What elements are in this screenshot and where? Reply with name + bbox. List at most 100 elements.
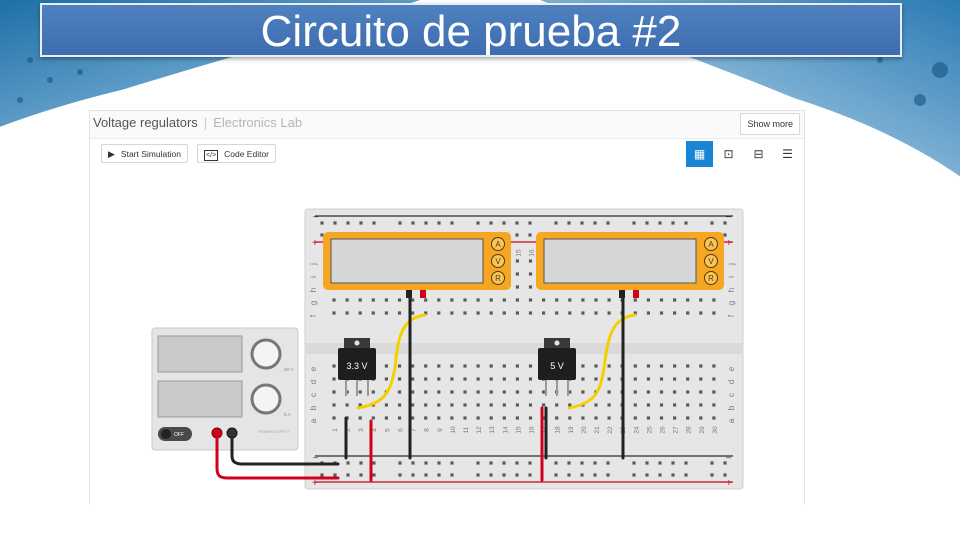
mm-right-mode-r-button[interactable] (704, 271, 718, 285)
column-label-4-bottom: 4 (371, 428, 378, 432)
column-label-22-bottom: 22 (607, 426, 614, 434)
circuit-scene[interactable]: 30 V 5 A OFF POWER SUPPLY – + – (90, 168, 804, 506)
row-label-b: b (309, 405, 318, 410)
list-view-icon[interactable]: ☰ (782, 147, 793, 161)
row-label-d-right: d (727, 380, 736, 384)
row-label-e: e (309, 366, 318, 371)
current-knob-icon[interactable] (250, 383, 282, 415)
row-label-j-right: j (727, 263, 736, 266)
mm-left-mode-v-button[interactable] (491, 254, 505, 268)
row-label-f-right: f (727, 314, 736, 317)
regulator-left[interactable]: 3.3 V (338, 338, 376, 396)
mm-right-mode-v-label: V (708, 257, 714, 266)
column-label-10-bottom: 10 (450, 426, 457, 434)
multimeter-left[interactable]: AVR (323, 232, 511, 298)
voltage-knob-icon[interactable] (250, 338, 282, 370)
mm-right-probe-com[interactable] (619, 290, 625, 298)
column-label-14-bottom: 14 (502, 426, 509, 434)
wire-supply-negative[interactable] (230, 436, 340, 466)
mm-right-display (543, 238, 697, 284)
mm-left-mode-r-label: R (495, 274, 501, 283)
schematic-view-icon[interactable]: ⊡ (723, 147, 734, 161)
wires[interactable] (215, 294, 637, 482)
row-label-a-right: a (727, 418, 736, 423)
center-channel (305, 343, 743, 354)
mm-left-mode-v-label: V (495, 257, 501, 266)
mm-left-probe-com[interactable] (406, 290, 412, 298)
row-label-b-right: b (727, 405, 736, 410)
column-label-27-bottom: 27 (673, 426, 680, 434)
slide-title: Circuito de prueba #2 (40, 3, 902, 57)
multimeter-right[interactable]: AVR (536, 232, 724, 298)
mm-left-mode-a-button[interactable] (491, 237, 505, 251)
circuit-canvas[interactable]: 30 V 5 A OFF POWER SUPPLY – + – (90, 168, 804, 506)
column-label-21-bottom: 21 (594, 426, 601, 434)
column-label-13-bottom: 13 (489, 426, 496, 434)
row-label-c: c (309, 393, 318, 397)
column-label-12-bottom: 12 (476, 426, 483, 434)
mm-right-probe-positive[interactable] (633, 290, 639, 298)
rail-plus-label-bottom: + (312, 478, 318, 489)
mm-left-display (330, 238, 484, 284)
rail-minus-label-bottom: – (313, 452, 318, 462)
row-label-g-right: g (727, 301, 736, 305)
voltage-range-label: 30 V (284, 367, 293, 372)
simulator-window: Voltage regulators | Electronics Lab Show … (89, 110, 805, 506)
row-label-i-right: i (727, 276, 736, 278)
row-label-h-right: h (727, 288, 736, 292)
row-label-f: f (309, 314, 318, 317)
play-icon: ▶ (108, 149, 115, 159)
rail-plus-label-bottom-right: + (726, 478, 732, 489)
mm-left-mode-r-button[interactable] (491, 271, 505, 285)
row-label-h: h (309, 288, 318, 292)
power-supply[interactable]: 30 V 5 A OFF POWER SUPPLY (151, 327, 299, 451)
current-range-label: 5 A (284, 412, 291, 417)
wire-supply-positive[interactable] (215, 436, 340, 480)
row-label-j: j (309, 263, 318, 266)
show-more-button[interactable]: Show more (740, 113, 800, 135)
column-label-30-bottom: 30 (712, 426, 719, 434)
column-label-15-top: 15 (515, 249, 522, 257)
row-label-c-right: c (727, 393, 736, 397)
column-label-2-bottom: 2 (345, 428, 352, 432)
breadboard-view-icon[interactable]: ▦ (686, 141, 713, 167)
row-label-e-right: e (727, 366, 736, 371)
project-category[interactable]: Electronics Lab (213, 115, 303, 130)
code-editor-button[interactable]: </>Code Editor (197, 144, 277, 163)
rail-minus-label-bottom-right: – (726, 452, 731, 462)
regulator-right[interactable]: 5 V (538, 338, 576, 396)
column-label-9-bottom: 9 (437, 428, 444, 432)
rail-minus-label: – (313, 211, 318, 221)
power-switch-label: OFF (174, 432, 184, 438)
mm-left-probe-positive[interactable] (420, 290, 426, 298)
mm-right-mode-a-button[interactable] (704, 237, 718, 251)
title-separator: | (203, 115, 208, 130)
code-icon: </> (204, 150, 219, 161)
column-label-16-top: 16 (529, 249, 536, 257)
mm-right-mode-a-label: A (708, 240, 714, 249)
column-label-15-bottom: 15 (515, 426, 522, 434)
pcb-view-icon[interactable]: ⊟ (753, 147, 764, 161)
rail-minus-label-right: – (726, 211, 731, 221)
column-label-25-bottom: 25 (646, 426, 653, 434)
column-label-8-bottom: 8 (424, 428, 431, 432)
rail-plus-label: + (312, 238, 318, 249)
row-label-i: i (309, 276, 318, 278)
window-header: Voltage regulators | Electronics Lab Show … (90, 111, 804, 136)
column-label-28-bottom: 28 (686, 426, 693, 434)
start-simulation-button[interactable]: ▶ Start Simulation (101, 144, 188, 163)
project-name: Voltage regulators (93, 115, 198, 130)
mm-right-mode-v-button[interactable] (704, 254, 718, 268)
column-label-5-bottom: 5 (384, 428, 391, 432)
power-supply-brand: POWER SUPPLY (258, 429, 290, 434)
wire-right-output[interactable] (567, 313, 637, 410)
start-simulation-label: Start Simulation (120, 149, 181, 159)
rail-plus-label-right: + (726, 238, 732, 249)
column-label-20-bottom: 20 (581, 426, 588, 434)
row-label-d: d (309, 380, 318, 384)
row-label-g: g (309, 301, 318, 305)
toolbar: ▶ Start Simulation </>Code Editor ▦ ⊡ ⊟ ☰ (90, 138, 804, 170)
column-label-24-bottom: 24 (633, 426, 640, 434)
